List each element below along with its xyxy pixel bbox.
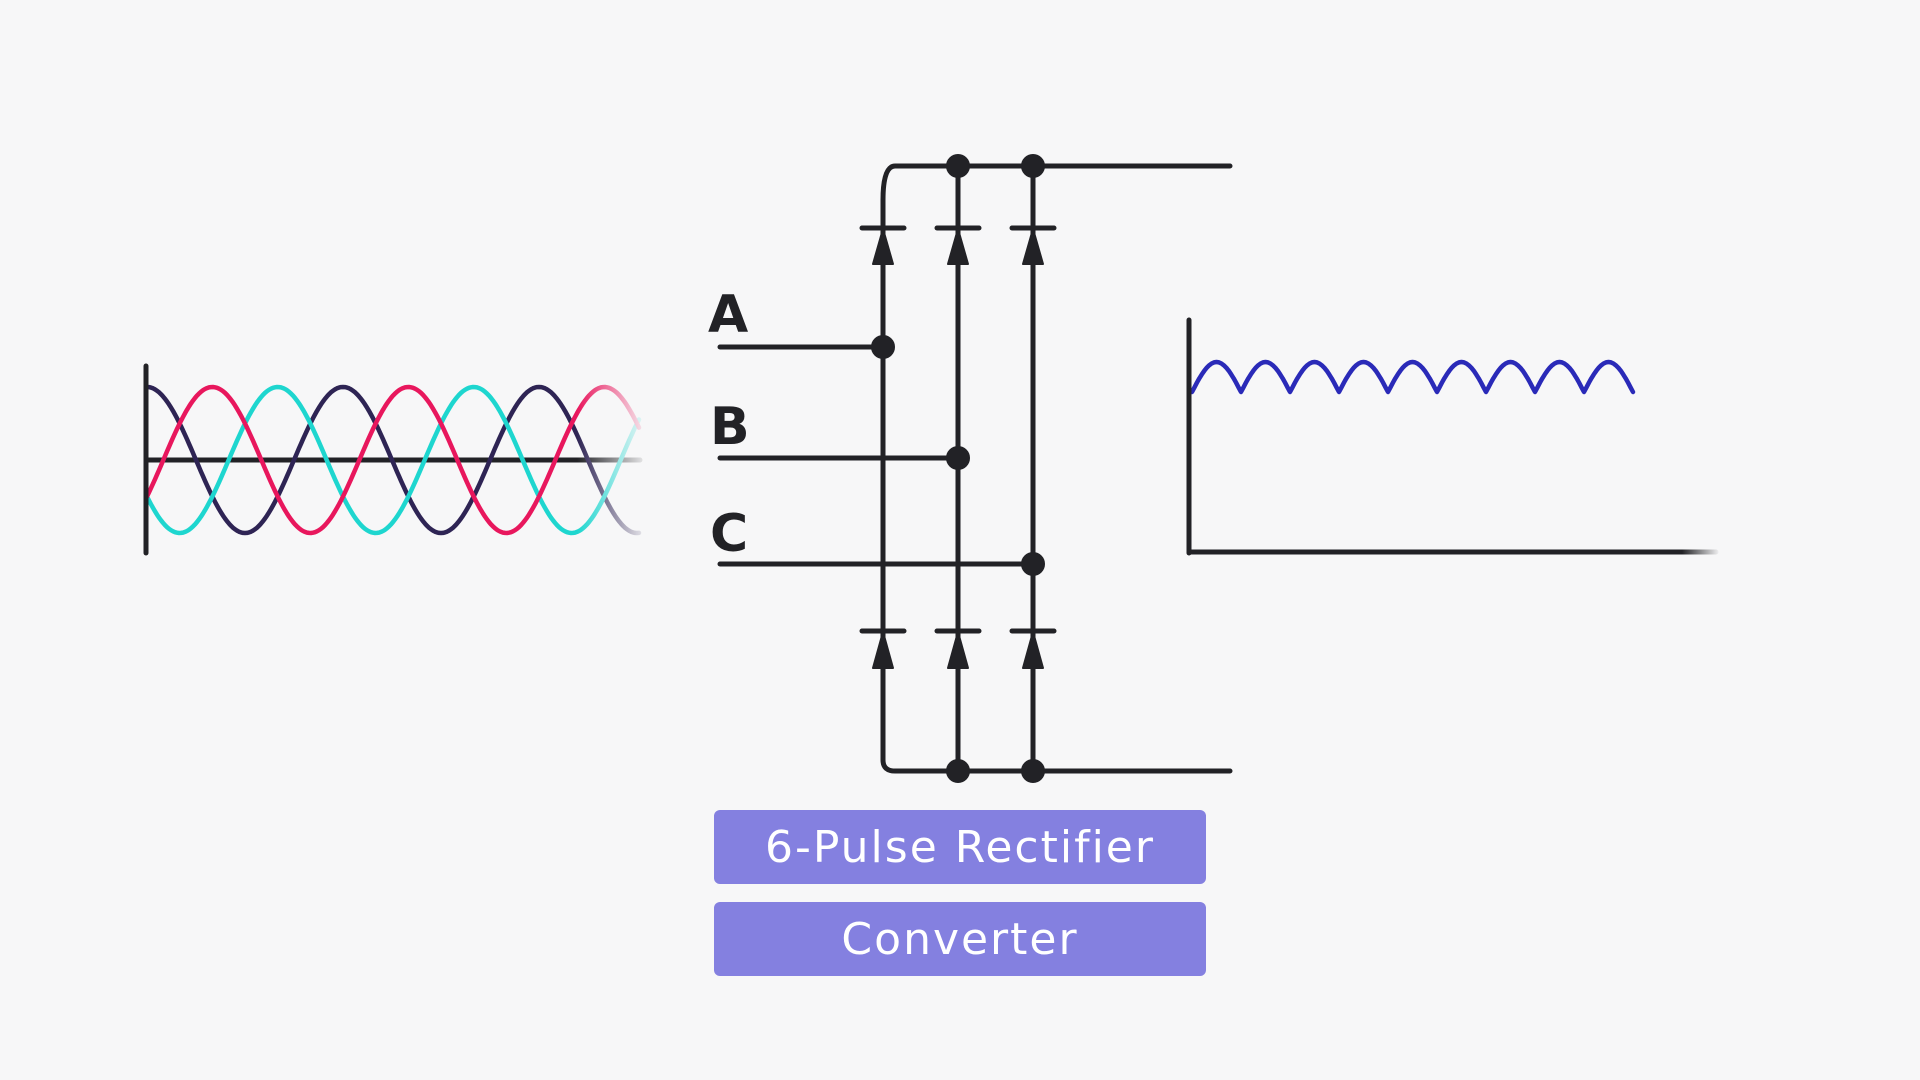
diode-upper-1 bbox=[859, 225, 907, 265]
phase-wave-red bbox=[144, 384, 642, 536]
diode-upper-2 bbox=[934, 225, 982, 265]
diode-lower-2 bbox=[934, 628, 982, 669]
junction-dot bbox=[946, 154, 970, 178]
output-ripple-wave bbox=[1189, 359, 1636, 395]
diode-lower-3 bbox=[1009, 628, 1057, 669]
positive-dc-bus bbox=[880, 163, 1233, 203]
phase-wave-cyan bbox=[144, 384, 642, 536]
converter-caption: Converter bbox=[714, 902, 1206, 976]
junction-dot bbox=[1021, 759, 1045, 783]
diode-bridge: A B C bbox=[708, 154, 1233, 783]
junction-dot bbox=[946, 759, 970, 783]
phase-b-label: B bbox=[710, 397, 750, 457]
phase-c-label: C bbox=[710, 504, 748, 564]
six-pulse-rectifier-caption: 6-Pulse Rectifier bbox=[714, 810, 1206, 884]
dc-output-plot bbox=[1186, 317, 1719, 556]
diode-upper-3 bbox=[1009, 225, 1057, 265]
three-phase-input-plot bbox=[143, 363, 643, 556]
phase-a-label: A bbox=[708, 285, 748, 345]
junction-dot bbox=[1021, 552, 1045, 576]
junction-dot bbox=[1021, 154, 1045, 178]
diode-lower-1 bbox=[859, 628, 907, 669]
phase-wave-navy bbox=[144, 384, 642, 536]
junction-dot bbox=[946, 446, 970, 470]
negative-dc-bus bbox=[880, 569, 1233, 774]
junction-dot bbox=[871, 335, 895, 359]
